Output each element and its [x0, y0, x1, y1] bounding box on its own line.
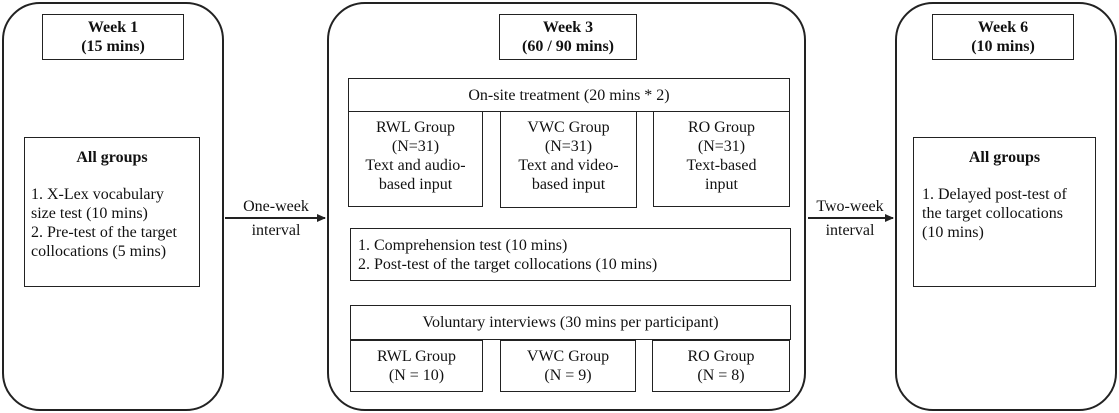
treatment-group-vwc: VWC Group (N=31) Text and video- based i… [500, 111, 637, 208]
treatment-title-box: On-site treatment (20 mins * 2) [348, 78, 790, 112]
week6-items: 1. Delayed post-test of the target collo… [922, 185, 1094, 242]
group-desc: based input [531, 176, 606, 193]
group-n: (N=31) [391, 138, 440, 155]
week6-groups-box [913, 137, 1096, 287]
group-name: RWL Group [376, 119, 455, 136]
interval1-label-bottom: interval [251, 222, 301, 239]
week1-items: 1. X-Lex vocabulary size test (10 mins) … [31, 185, 199, 261]
week6-item-line: (10 mins) [922, 224, 984, 241]
week1-duration: (15 mins) [81, 38, 145, 55]
week6-duration: (10 mins) [971, 38, 1035, 55]
week6-item-line: the target collocations [922, 205, 1063, 222]
week6-item-line: 1. Delayed post-test of [922, 186, 1067, 203]
week1-groups-box [24, 137, 200, 287]
interval1-label-top: One-week [243, 198, 309, 215]
week6-title: Week 6 [977, 19, 1029, 36]
group-desc: based input [378, 176, 453, 193]
interview-group-name: RO Group [687, 348, 755, 365]
treatment-title: On-site treatment (20 mins * 2) [468, 86, 670, 104]
interview-group-n: (N = 8) [697, 367, 745, 384]
interval2-label-bottom: interval [825, 222, 875, 239]
treatment-group-ro: RO Group (N=31) Text-based input [653, 111, 790, 207]
interview-group-name: RWL Group [377, 348, 456, 365]
week1-item-line: 2. Pre-test of the target [31, 224, 177, 241]
tests-list: 1. Comprehension test (10 mins) 2. Post-… [358, 236, 788, 274]
test-item: 1. Comprehension test (10 mins) [358, 237, 568, 254]
interview-group-n: (N = 10) [388, 367, 445, 384]
week1-header: Week 1 (15 mins) [42, 14, 184, 60]
week6-groups-title: All groups [968, 149, 1041, 166]
interview-group-n: (N = 9) [544, 367, 592, 384]
group-name: RO Group [687, 119, 756, 136]
week3-title: Week 3 [542, 19, 594, 36]
interview-group-rwl: RWL Group (N = 10) [350, 340, 483, 392]
group-n: (N=31) [544, 138, 593, 155]
interviews-title: Voluntary interviews (30 mins per partic… [422, 314, 719, 331]
group-desc: Text-based [686, 157, 757, 174]
week1-item-line: collocations (5 mins) [31, 243, 167, 260]
interval2-label-top: Two-week [816, 198, 884, 215]
week1-groups-title: All groups [76, 149, 148, 166]
interview-group-vwc: VWC Group (N = 9) [500, 340, 636, 392]
group-desc: Text and audio- [365, 157, 466, 174]
tests-box [350, 228, 791, 281]
interview-group-name: VWC Group [526, 348, 610, 365]
test-item: 2. Post-test of the target collocations … [358, 256, 658, 273]
group-n: (N=31) [697, 138, 746, 155]
interview-group-ro: RO Group (N = 8) [652, 340, 790, 392]
group-desc: input [705, 176, 738, 193]
treatment-group-rwl: RWL Group (N=31) Text and audio- based i… [348, 111, 483, 207]
group-name: VWC Group [527, 119, 610, 136]
week3-duration: (60 / 90 mins) [522, 38, 614, 55]
week3-header: Week 3 (60 / 90 mins) [499, 14, 637, 60]
week1-item-line: 1. X-Lex vocabulary [31, 186, 164, 203]
week1-item-line: size test (10 mins) [31, 205, 148, 222]
group-desc: Text and video- [518, 157, 619, 174]
week6-header: Week 6 (10 mins) [932, 14, 1074, 60]
interviews-title-box: Voluntary interviews (30 mins per partic… [350, 305, 791, 340]
week1-title: Week 1 [87, 19, 139, 36]
